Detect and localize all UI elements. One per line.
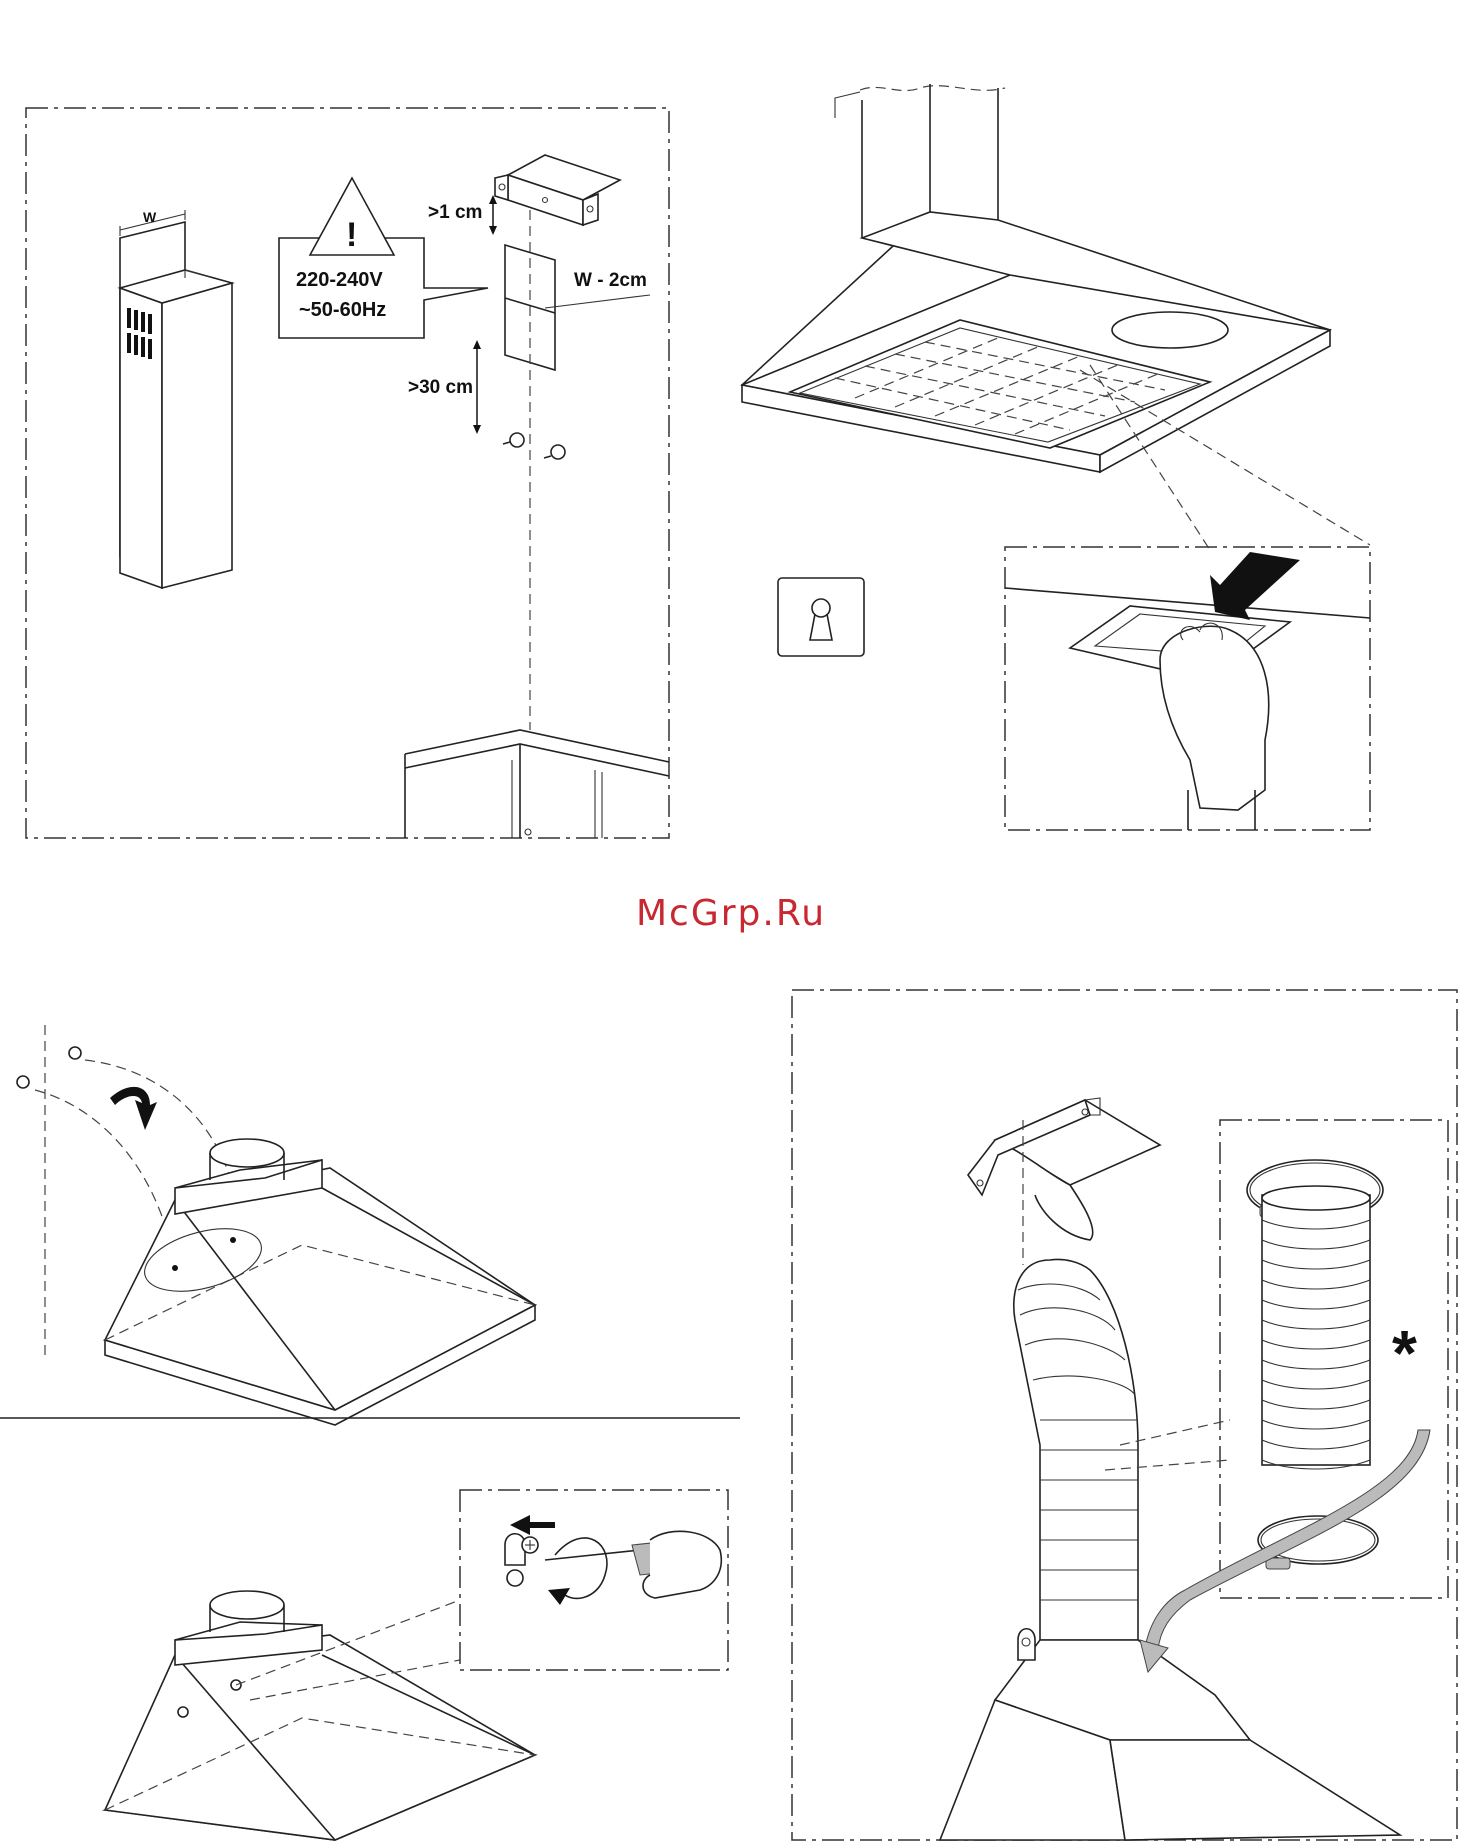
hand-icon [1160,626,1269,810]
watermark: McGrp.Ru [636,893,826,934]
panel-hang-hood [17,1025,535,1425]
screw-detail [505,1534,538,1586]
arrow-left-icon [510,1515,555,1535]
gap-bottom-label: >30 cm [408,377,473,398]
width-label: W - 2cm [574,270,647,291]
chimney-width-label: W [143,209,157,225]
arrow-icon [1210,552,1300,620]
unlock-icon [778,522,864,656]
frequency-label: ~50-60Hz [299,299,386,321]
wall-bracket [968,1098,1160,1265]
optional-marker: * [1392,1317,1417,1389]
screw-icon [503,433,565,459]
light-cover [1112,312,1228,348]
panel-tighten-screws [105,1490,728,1840]
chimney-parts: W [120,209,232,588]
screw-icon [17,1047,81,1088]
hand-icon [643,1531,721,1598]
cabinet [405,730,669,838]
panel-filter-removal [742,84,1370,830]
duct-coil [1262,1186,1370,1469]
gap-top-label: >1 cm [428,202,482,223]
warning-symbol: ! [346,216,357,254]
flexible-duct [1014,1259,1138,1640]
wall-bracket [495,155,620,225]
voltage-label: 220-240V [296,269,383,291]
panel-duct-connection: * [792,990,1457,1840]
rotate-arrow-icon [110,1087,157,1130]
panel-wall-bracket-mounting: W ! 220-240V ~50-60Hz >1 cm [26,108,669,838]
